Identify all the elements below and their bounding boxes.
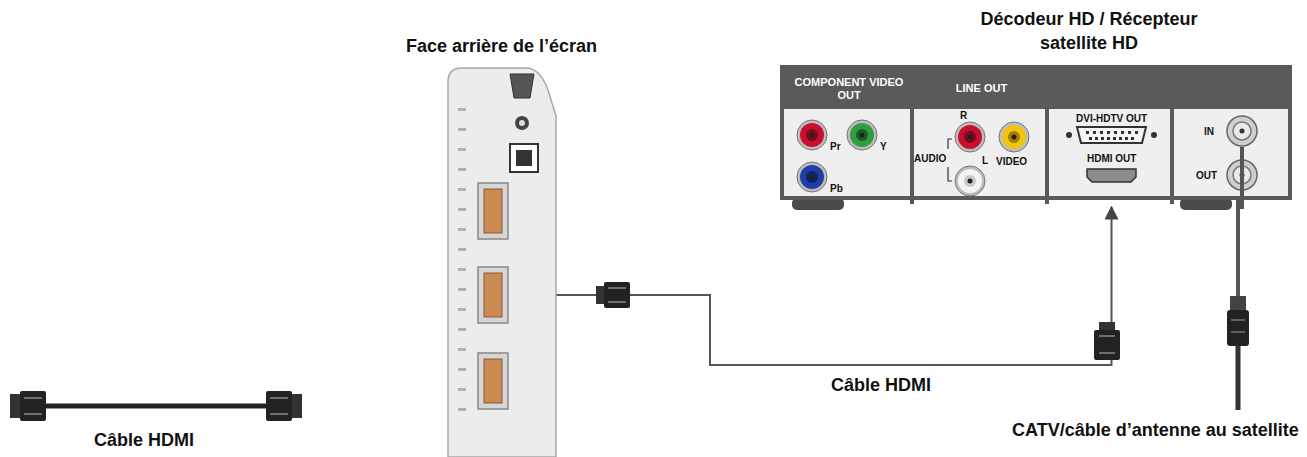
jack-label: R <box>960 110 967 122</box>
device-illustration <box>448 68 556 457</box>
port-label: DVI-HDTV OUT <box>1076 113 1147 125</box>
device-illustration <box>1049 69 1174 204</box>
decoder-panel: Décodeur HD / Récepteur satellite HDCOMP… <box>780 65 1292 200</box>
jack-label: Pr <box>830 141 841 153</box>
port-label: HDMI OUT <box>1087 153 1136 165</box>
section-header: LINE OUT <box>918 82 1045 95</box>
jack-label: VIDEO <box>996 156 1027 168</box>
line-out-section: LINE OUT R AUDIO L VIDEO <box>914 69 1049 204</box>
cable-caption: Câble HDMI <box>94 428 194 452</box>
cable-caption: CATV/câble d’antenne au satellite <box>1012 418 1299 442</box>
hdmi-cable <box>10 391 302 421</box>
jack-label: Y <box>880 141 887 153</box>
hdmi-cable-connector <box>510 207 1112 365</box>
section-header: COMPONENT VIDEO OUT <box>788 76 910 102</box>
device-title: Décodeur HD / Récepteur satellite HD <box>975 7 1203 55</box>
connector-label: Câble HDMI <box>828 373 934 397</box>
jack-label: Pb <box>830 183 843 195</box>
antenna-section: IN OUT <box>1174 69 1296 204</box>
panel-title: Face arrière de l’écran <box>406 34 597 58</box>
device-illustration <box>1174 69 1296 204</box>
digital-out-section: DVI-HDTV OUT HDMI OUT <box>1049 69 1174 204</box>
tv-back-panel: Face arrière de l’écran <box>448 68 556 457</box>
component-section: COMPONENT VIDEO OUT Pr Y Pb <box>784 69 914 204</box>
port-label: IN <box>1204 126 1214 138</box>
jack-label: L <box>982 155 988 167</box>
port-label: OUT <box>1196 170 1217 182</box>
hdmi-plug <box>1094 322 1120 360</box>
antenna-cable <box>1227 200 1249 410</box>
jack-label: AUDIO <box>914 153 946 165</box>
hdmi-plug <box>596 282 630 308</box>
